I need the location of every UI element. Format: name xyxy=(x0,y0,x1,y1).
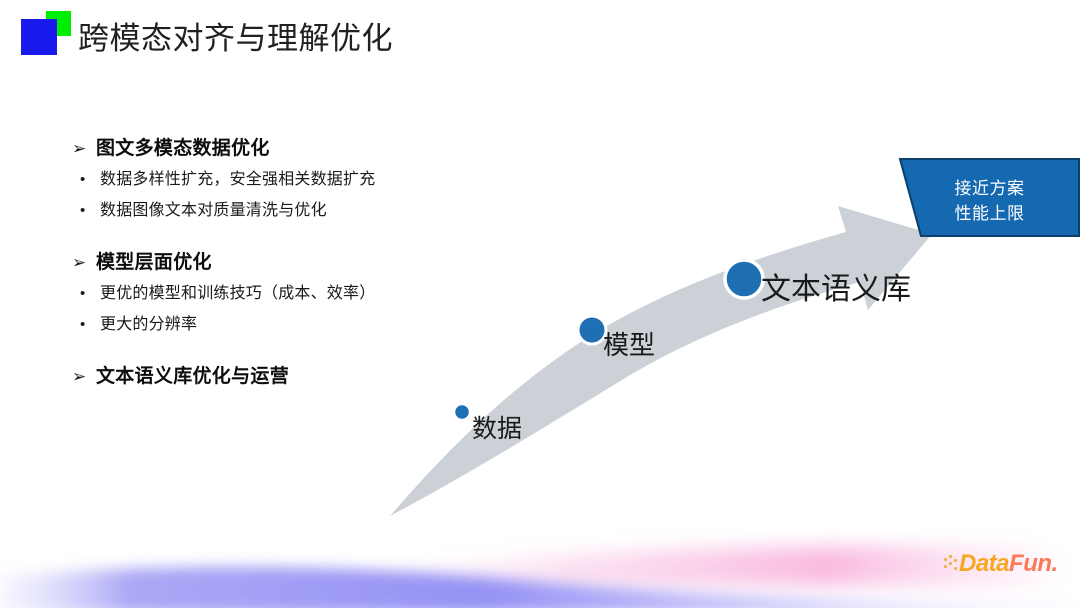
dot-bullet-icon: • xyxy=(80,285,86,302)
list-item: • 数据图像文本对质量清洗与优化 xyxy=(72,195,492,226)
arrow-bullet-icon: ➢ xyxy=(72,139,87,158)
wave-band-purple xyxy=(0,566,1080,608)
spacer xyxy=(72,226,492,248)
list-item: • 数据多样性扩充，安全强相关数据扩充 xyxy=(72,164,492,195)
bullet-group-data: ➢ 图文多模态数据优化 • 数据多样性扩充，安全强相关数据扩充 • 数据图像文本… xyxy=(72,134,492,226)
bullet-group-corpus: ➢ 文本语义库优化与运营 xyxy=(72,362,492,392)
list-item-label: 数据图像文本对质量清洗与优化 xyxy=(100,202,327,219)
logo-word-data: Data xyxy=(959,550,1010,577)
list-item: • 更优的模型和训练技巧（成本、效率） xyxy=(72,278,492,309)
node-label-data: 数据 xyxy=(472,415,523,443)
bullet-group-heading: ➢ 模型层面优化 xyxy=(72,248,492,278)
spacer xyxy=(72,340,492,362)
arrow-bullet-icon: ➢ xyxy=(72,367,87,386)
page-title: 跨模态对齐与理解优化 xyxy=(78,21,393,56)
dot-bullet-icon: • xyxy=(80,316,86,333)
node-label-corpus: 文本语义库 xyxy=(761,273,911,306)
node-dot-data xyxy=(452,402,472,422)
datafun-logo: Data Fun. xyxy=(944,549,1058,579)
node-label-model: 模型 xyxy=(603,330,656,360)
dot-bullet-icon: • xyxy=(80,171,86,188)
bullet-group-heading-label: 模型层面优化 xyxy=(96,252,212,273)
arrow-bullet-icon: ➢ xyxy=(72,253,87,272)
bullet-group-model: ➢ 模型层面优化 • 更优的模型和训练技巧（成本、效率） • 更大的分辨率 xyxy=(72,248,492,340)
node-dot-model xyxy=(576,314,608,346)
callout-line-2: 性能上限 xyxy=(954,204,1025,223)
title-accent-blue-square xyxy=(21,19,57,55)
list-item: • 更大的分辨率 xyxy=(72,309,492,340)
callout-text: 接近方案 性能上限 xyxy=(922,176,1057,226)
bullet-group-heading-label: 图文多模态数据优化 xyxy=(96,138,270,159)
logo-word-fun: Fun. xyxy=(1009,550,1058,577)
list-item-label: 更大的分辨率 xyxy=(100,316,198,333)
footer-wave-decoration xyxy=(0,545,1080,608)
callout-line-1: 接近方案 xyxy=(954,179,1025,198)
bullet-group-heading: ➢ 文本语义库优化与运营 xyxy=(72,362,492,392)
node-dot-corpus xyxy=(723,258,765,300)
bullet-group-heading-label: 文本语义库优化与运营 xyxy=(96,366,290,387)
dot-bullet-icon: • xyxy=(80,202,86,219)
bullet-list: ➢ 图文多模态数据优化 • 数据多样性扩充，安全强相关数据扩充 • 数据图像文本… xyxy=(72,134,492,392)
list-item-label: 数据多样性扩充，安全强相关数据扩充 xyxy=(100,171,376,188)
logo-dots-icon xyxy=(944,555,958,573)
bullet-group-heading: ➢ 图文多模态数据优化 xyxy=(72,134,492,164)
list-item-label: 更优的模型和训练技巧（成本、效率） xyxy=(100,285,376,302)
